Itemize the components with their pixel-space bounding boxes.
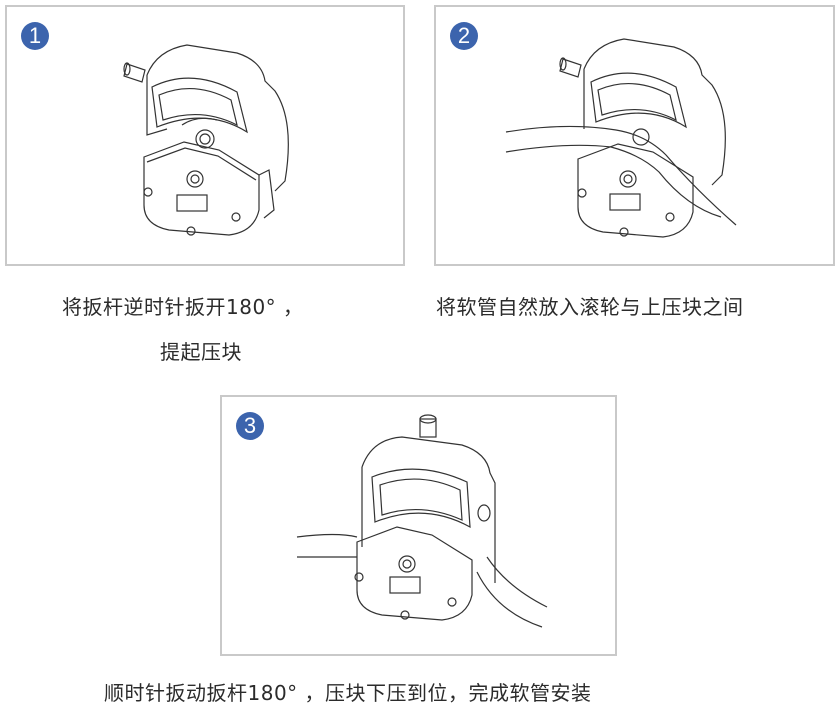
step-number-badge: 3 (236, 412, 264, 440)
step-2-panel: 2 (434, 5, 835, 266)
pump-head-tube-insert-illustration (505, 38, 737, 238)
step-3-panel: 3 (220, 395, 617, 656)
pump-head-open-illustration (123, 44, 289, 236)
step-number-badge: 1 (21, 22, 49, 50)
step-3-caption: 顺时针扳动扳杆180° ，压块下压到位，完成软管安装 (104, 681, 592, 705)
pump-head-closed-illustration (296, 414, 548, 628)
step-number-badge: 2 (450, 22, 478, 50)
step-2-caption: 将软管自然放入滚轮与上压块之间 (436, 295, 744, 319)
step-1-panel: 1 (5, 5, 405, 266)
step-1-caption-line-2: 提起压块 (160, 340, 242, 364)
step-1-caption-line-1: 将扳杆逆时针扳开180° ， (62, 295, 304, 319)
